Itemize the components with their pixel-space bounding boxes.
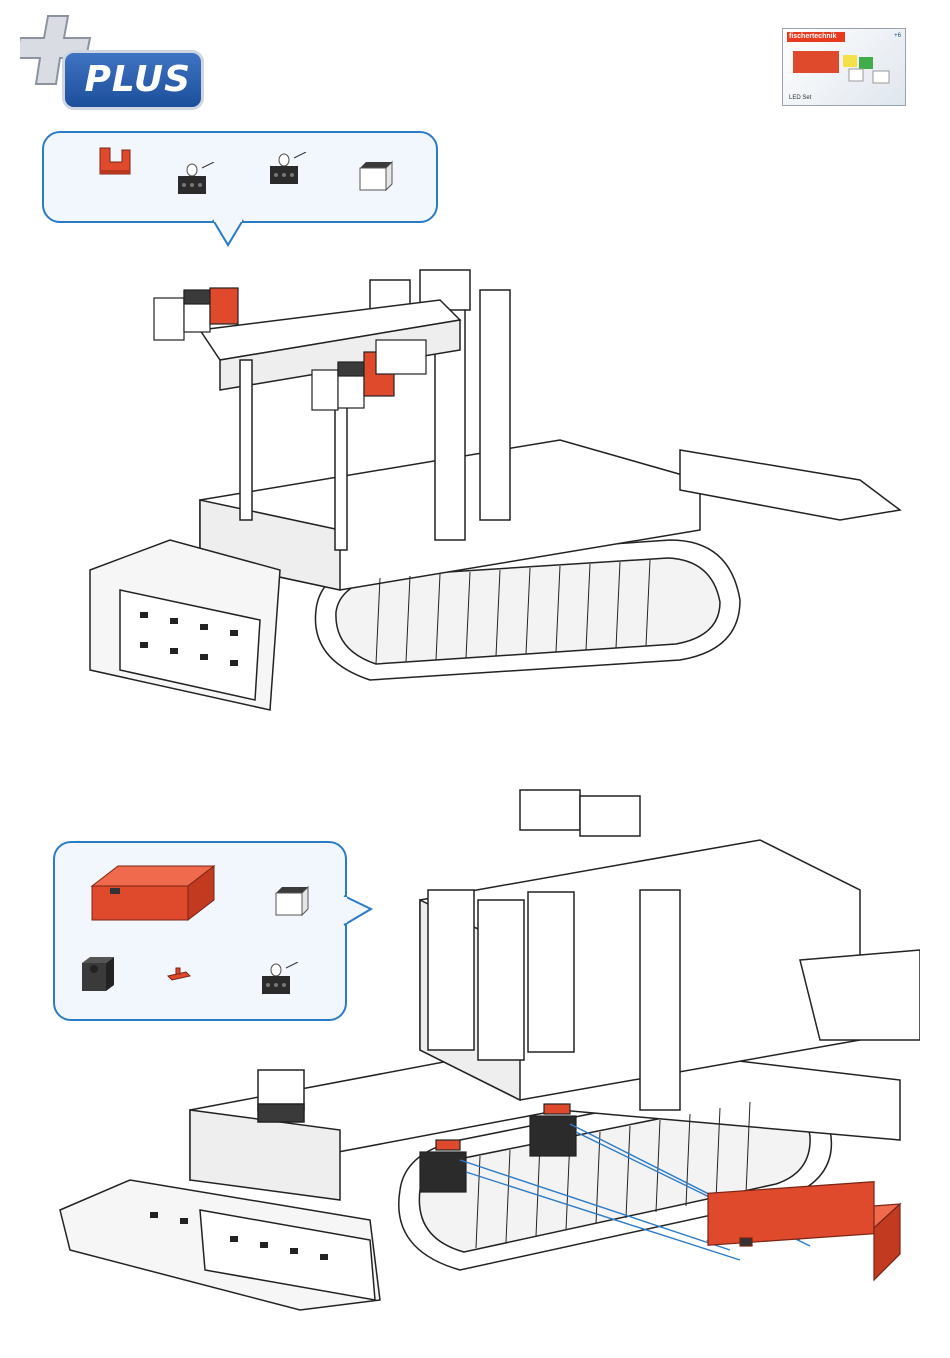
- kit-thumbnail: fischertechnik +6 LED Set: [782, 28, 906, 106]
- red-angle-block-icon: [96, 144, 136, 178]
- kit-brand: fischertechnik: [787, 32, 845, 42]
- crawler-excavator-step2-drawing: [40, 780, 920, 1340]
- plus-badge: PLUS: [62, 50, 204, 110]
- crawler-excavator-step1-drawing: [80, 240, 910, 740]
- led-socket-icon: [264, 152, 310, 188]
- kit-title: LED Set: [789, 95, 811, 101]
- led-socket-icon: [172, 162, 218, 198]
- white-lamp-cap-icon: [356, 160, 396, 194]
- kit-contents-icon: [789, 45, 899, 91]
- kit-age: +6: [894, 33, 901, 39]
- plus-logo: PLUS: [20, 12, 188, 104]
